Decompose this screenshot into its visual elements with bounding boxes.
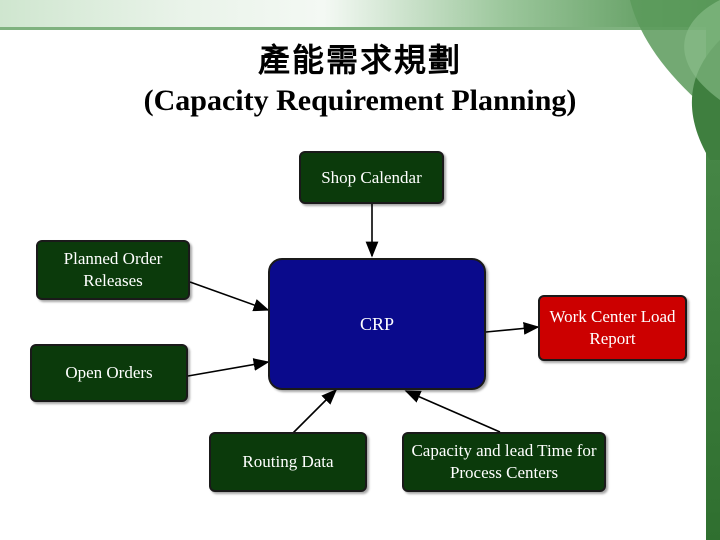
planned-order-releases-label: Planned Order Releases <box>63 249 163 290</box>
arrow-open-orders-to-crp <box>187 358 270 377</box>
open-orders-box: Open Orders <box>30 344 188 402</box>
arrow-capacity-to-crp <box>404 390 501 433</box>
work-center-load-report-box: Work Center Load Report <box>538 295 687 361</box>
crp-label: CRP <box>359 314 395 334</box>
capacity-lead-time-label: Capacity and lead Time for Process Cente… <box>411 441 597 482</box>
open-orders-label: Open Orders <box>65 363 153 382</box>
title-english: (Capacity Requirement Planning) <box>143 84 577 117</box>
crp-box: CRP <box>268 258 486 390</box>
header-band <box>0 0 720 30</box>
shop-calendar-label: Shop Calendar <box>321 167 422 187</box>
work-center-load-report-label: Work Center Load Report <box>549 307 676 348</box>
routing-data-label: Routing Data <box>242 452 334 471</box>
capacity-lead-time-box: Capacity and lead Time for Process Cente… <box>402 432 606 492</box>
routing-data-box: Routing Data <box>209 432 367 492</box>
arrow-routing-to-crp <box>291 388 338 435</box>
slide-title: 產能需求規劃 (Capacity Requirement Planning) <box>60 38 660 120</box>
corner-decoration <box>630 0 720 160</box>
planned-order-releases-box: Planned Order Releases <box>36 240 190 300</box>
title-chinese: 產能需求規劃 <box>257 42 462 78</box>
shop-calendar-box: Shop Calendar <box>299 151 444 204</box>
arrow-crp-to-report <box>485 322 540 335</box>
arrow-planned-orders-to-crp <box>189 281 270 312</box>
